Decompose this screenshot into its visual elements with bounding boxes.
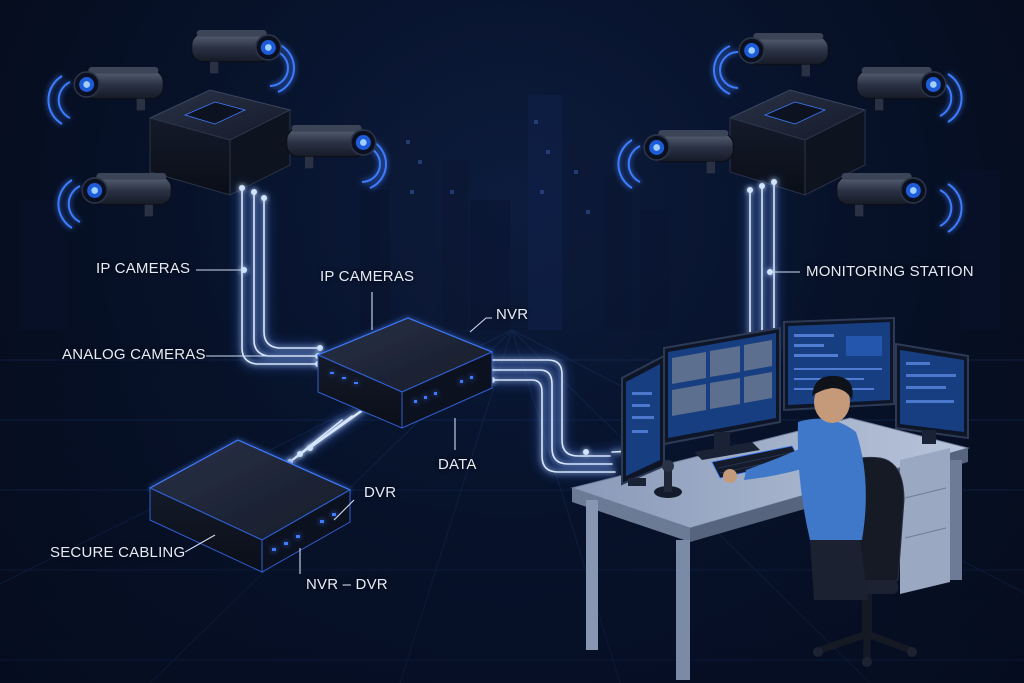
label-data: DATA — [438, 456, 477, 473]
label-ip-cameras-center: IP CAMERAS — [320, 268, 415, 285]
label-monitoring-station: MONITORING STATION — [806, 263, 974, 280]
operator-figure — [723, 375, 868, 600]
right-camera-cluster — [617, 32, 963, 233]
left-hub-box — [148, 89, 292, 196]
label-secure-cabling: SECURE CABLING — [50, 544, 186, 561]
cctv-camera-icon — [835, 172, 963, 233]
label-analog-cameras: ANALOG CAMERAS — [62, 346, 206, 363]
cctv-camera-icon — [57, 172, 173, 229]
label-nvr-dvr: NVR – DVR — [306, 576, 388, 593]
cctv-camera-icon — [855, 66, 963, 123]
label-nvr: NVR — [496, 306, 529, 323]
cctv-camera-icon — [47, 66, 165, 125]
skyline-windows — [406, 120, 590, 214]
cctv-camera-icon — [617, 129, 735, 189]
digital-video-recorder-icon — [148, 439, 352, 573]
monitor-icon — [663, 326, 781, 460]
label-ip-cameras-left: IP CAMERAS — [96, 260, 191, 277]
cctv-camera-icon — [190, 29, 295, 93]
monitor-icon — [621, 354, 665, 486]
left-camera-cluster — [47, 29, 387, 229]
joystick-icon — [654, 460, 682, 498]
cctv-camera-icon — [285, 124, 387, 189]
cctv-camera-icon — [713, 32, 830, 95]
label-leader-lines — [184, 269, 800, 574]
monitor-icon — [783, 316, 895, 412]
city-skyline — [20, 95, 1000, 330]
label-dvr: DVR — [364, 484, 397, 501]
monitor-icon — [895, 342, 969, 444]
right-hub-box — [728, 89, 867, 196]
network-video-recorder-icon — [316, 317, 494, 429]
